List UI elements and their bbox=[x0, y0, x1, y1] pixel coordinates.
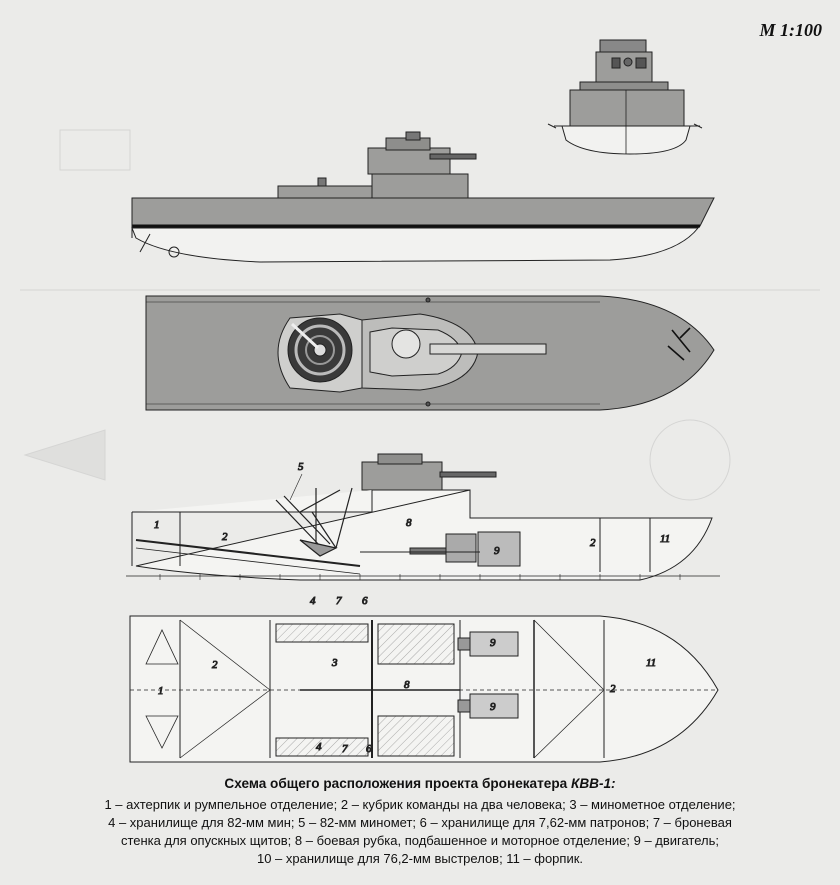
callout-2: 2 bbox=[222, 531, 228, 543]
callout-4: 4 bbox=[310, 595, 316, 607]
callout-2c: 2 bbox=[212, 659, 218, 671]
callout-11b: 11 bbox=[646, 657, 656, 669]
hold-plan: 4 7 6 2 3 9 11 1 8 9 2 4 7 6 bbox=[129, 595, 719, 763]
callout-1: 1 bbox=[154, 519, 160, 531]
callout-9: 9 bbox=[494, 545, 500, 557]
bleed-shapes bbox=[20, 129, 820, 501]
deck-plan bbox=[145, 295, 715, 411]
scale-label: M 1:100 bbox=[759, 20, 823, 40]
callout-7: 7 bbox=[336, 595, 342, 607]
callout-7b: 7 bbox=[342, 743, 348, 755]
callout-11: 11 bbox=[660, 533, 670, 545]
callout-8: 8 bbox=[406, 517, 412, 529]
callout-3: 3 bbox=[331, 657, 338, 669]
callout-1b: 1 bbox=[158, 685, 164, 697]
callout-9c: 9 bbox=[490, 701, 496, 713]
callout-6b: 6 bbox=[366, 743, 372, 755]
caption-title-text: Схема общего расположения проекта бронек… bbox=[224, 776, 568, 791]
boat-drawing: 5 1 2 8 9 2 11 4 7 bbox=[20, 39, 820, 763]
caption-title-model: КВВ-1: bbox=[570, 776, 616, 791]
caption-line-4: 10 – хранилище для 76,2-мм выстрелов; 11… bbox=[256, 851, 584, 866]
caption-line-1: 1 – ахтерпик и румпельное отделение; 2 –… bbox=[104, 797, 736, 812]
callout-8b: 8 bbox=[404, 679, 410, 691]
inboard-profile: 5 1 2 8 9 2 11 bbox=[126, 453, 720, 581]
side-elevation bbox=[131, 131, 715, 263]
callout-4b: 4 bbox=[316, 741, 322, 753]
caption-title: Схема общего расположения проекта бронек… bbox=[0, 775, 840, 793]
caption-line-3: стенка для опускных щитов; 8 – боевая ру… bbox=[120, 833, 720, 848]
caption-line-2: 4 – хранилище для 82-мм мин; 5 – 82-мм м… bbox=[108, 815, 732, 830]
callout-5: 5 bbox=[298, 461, 304, 473]
callout-6: 6 bbox=[362, 595, 368, 607]
callout-2d: 2 bbox=[610, 683, 616, 695]
callout-2b: 2 bbox=[590, 537, 596, 549]
callout-9b: 9 bbox=[490, 637, 496, 649]
end-view bbox=[547, 39, 703, 155]
